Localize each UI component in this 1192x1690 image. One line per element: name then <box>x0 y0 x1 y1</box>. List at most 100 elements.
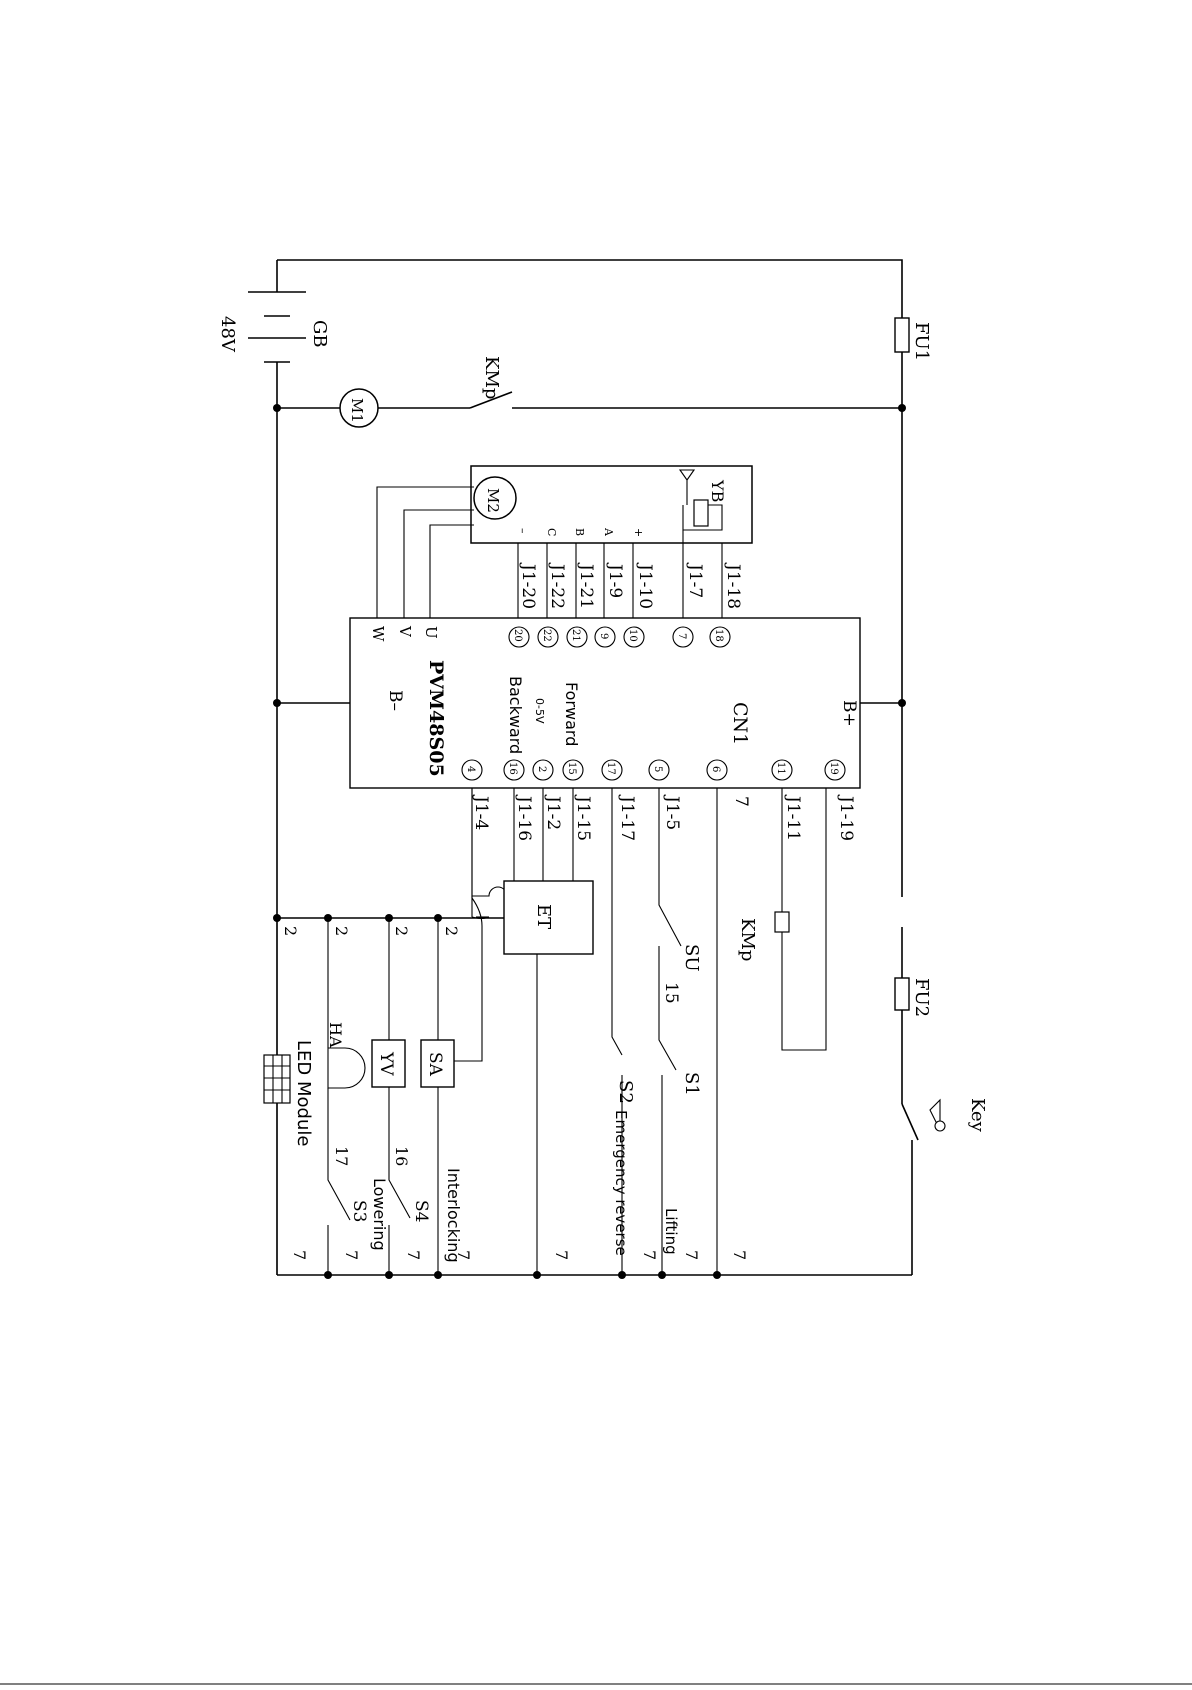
label-backward: Backward <box>506 676 525 754</box>
wire-j1-17: J1-17 <box>617 794 637 841</box>
pump-motor-branch: M1 KMp <box>273 356 906 428</box>
controller-b-minus: B– <box>385 690 405 711</box>
pin-9: 9 <box>598 633 609 639</box>
wire-j1-9: J1-9 <box>605 562 625 598</box>
m2-terminal-a: A <box>602 527 615 537</box>
wire-7-a: 7 <box>730 1250 749 1260</box>
fu1-label: FU1 <box>911 322 932 361</box>
wire-j1-16: J1-16 <box>514 794 534 841</box>
wire-j1-5: J1-5 <box>662 794 682 830</box>
controller-pvm48s05: U V W PVM48S05 B– Backward 0-5V Forward … <box>273 617 906 789</box>
label-forward: Forward <box>562 682 581 746</box>
label-emergency: Emergency reverse <box>612 1110 630 1256</box>
connector-cn1: CN1 <box>729 702 751 745</box>
ha-horn: HA <box>326 1022 366 1275</box>
led-module: LED Module <box>263 1040 314 1146</box>
led-label: LED Module <box>293 1040 314 1146</box>
motor-signal-wires: J1-10 J1-9 J1-21 J1-22 J1-20 J1-7 J1-18 <box>517 530 743 618</box>
s4-label: S4 <box>411 1200 431 1222</box>
wire-j1-21: J1-21 <box>576 562 596 609</box>
m2-terminal-b: B <box>573 528 586 536</box>
wire-7-f: 7 <box>404 1250 423 1260</box>
fu2-label: FU2 <box>911 978 932 1017</box>
pin-17: 17 <box>605 762 616 775</box>
battery-voltage: 48V <box>217 316 238 353</box>
yv-device: YV <box>371 1039 411 1275</box>
controller-model: PVM48S05 <box>425 660 447 777</box>
wire-j1-22: J1-22 <box>547 562 567 609</box>
sa-label: SA <box>425 1052 445 1077</box>
m1-label: M1 <box>348 398 366 423</box>
pin-15: 15 <box>566 762 577 775</box>
pin-10: 10 <box>627 629 638 642</box>
bottom-wire-numbers: 7 7 7 7 7 7 7 7 <box>290 1250 749 1260</box>
traction-motor-box: M2 YB + A B C – <box>470 465 753 544</box>
wire-2-a: 2 <box>442 926 461 936</box>
pin-6: 6 <box>710 766 721 772</box>
label-lowering: Lowering <box>370 1178 389 1251</box>
ha-label: HA <box>326 1022 345 1048</box>
battery-ref: GB <box>309 320 330 348</box>
wire-2-b: 2 <box>392 926 411 936</box>
phase-wires <box>376 486 474 618</box>
wire-j1-4: J1-4 <box>471 794 491 830</box>
label-speed: 0-5V <box>533 698 546 724</box>
m2-terminal-minus: – <box>516 528 529 534</box>
pin-22: 22 <box>541 629 552 642</box>
pin-16: 16 <box>507 762 518 775</box>
wire-7-top: 7 <box>731 796 751 807</box>
label-interlocking: Interlocking <box>444 1168 463 1263</box>
wire-7-h: 7 <box>290 1250 309 1260</box>
pin-4: 4 <box>465 766 476 772</box>
s3-label: S3 <box>349 1200 369 1222</box>
pin-11: 11 <box>775 762 786 775</box>
fuse-fu1: FU1 <box>894 317 932 361</box>
label-lifting: Lifting <box>662 1208 680 1255</box>
sa-device: SA <box>420 1039 455 1275</box>
wire-j1-2: J1-2 <box>543 794 563 830</box>
m2-terminal-c: C <box>545 528 558 536</box>
wire-j1-15: J1-15 <box>573 794 593 841</box>
pin-5: 5 <box>652 766 663 772</box>
wire-j1-10: J1-10 <box>635 562 655 609</box>
wire-7-g: 7 <box>342 1250 361 1260</box>
et-block: ET <box>503 880 594 1275</box>
kmp-contact-label: KMp <box>481 356 502 399</box>
phase-u: U <box>422 626 440 639</box>
battery-gb: GB 48V <box>217 291 330 363</box>
bottom-signal-wires: J1-4 J1-16 J1-2 J1-15 J1-17 J1-5 7 J1-11… <box>454 788 856 1275</box>
kmp-coil-label: KMp <box>737 918 758 961</box>
yv-label: YV <box>376 1051 396 1076</box>
wire-j1-19: J1-19 <box>836 794 856 841</box>
yb-label: YB <box>708 479 727 502</box>
pin-21: 21 <box>570 629 581 642</box>
wire-17: 17 <box>332 1146 351 1166</box>
pin-7: 7 <box>676 633 687 639</box>
wire-2-c: 2 <box>332 926 351 936</box>
wire-7-c: 7 <box>640 1250 659 1260</box>
key-label: Key <box>967 1098 988 1133</box>
pin-18: 18 <box>713 629 724 642</box>
m2-label: M2 <box>484 488 502 513</box>
wire-2-d: 2 <box>281 926 300 936</box>
pin-19: 19 <box>828 762 839 775</box>
wire-7-b: 7 <box>682 1250 701 1260</box>
et-label: ET <box>533 904 554 929</box>
wire-15: 15 <box>661 982 681 1004</box>
wire-j1-18: J1-18 <box>723 562 743 609</box>
m2-terminal-plus: + <box>632 528 645 537</box>
phase-v: V <box>396 625 414 638</box>
wire-j1-7: J1-7 <box>685 562 705 598</box>
bottom-junctions <box>324 1271 721 1279</box>
wire-7-d: 7 <box>552 1250 571 1260</box>
key-switch: Key <box>901 1098 988 1141</box>
wire-j1-20: J1-20 <box>518 562 538 609</box>
wire-7-e: 7 <box>454 1250 473 1260</box>
pin-20: 20 <box>512 629 523 642</box>
pin-2: 2 <box>536 766 547 772</box>
su-label: SU <box>681 944 702 972</box>
phase-w: W <box>369 626 387 642</box>
s2-label: S2 <box>615 1080 636 1104</box>
wire-j1-11: J1-11 <box>783 794 803 841</box>
